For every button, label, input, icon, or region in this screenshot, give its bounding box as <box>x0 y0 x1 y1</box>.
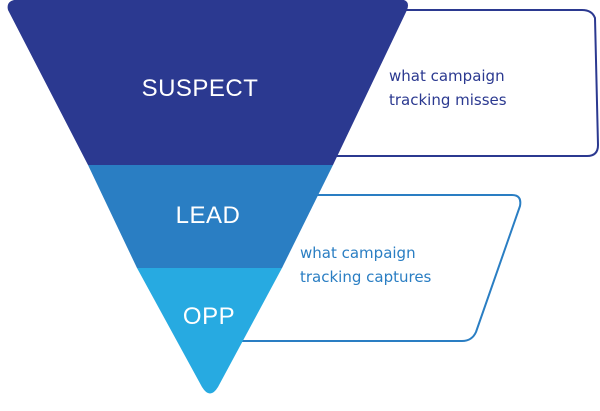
callout-misses-shape <box>334 9 599 157</box>
funnel-stage-suspect <box>7 0 408 165</box>
callout-misses-line-1: what campaign <box>389 67 505 85</box>
callout-captures-line-1: what campaign <box>300 244 416 262</box>
callout-captures-line-2: tracking captures <box>300 268 432 286</box>
stage-label-suspect: SUSPECT <box>142 75 259 102</box>
callout-misses-line-2: tracking misses <box>389 91 507 109</box>
stage-label-opp: OPP <box>183 303 235 330</box>
callout-captures-shape <box>237 194 522 342</box>
funnel-stage-opp <box>137 268 282 394</box>
funnel-stage-lead <box>88 165 333 268</box>
stage-label-lead: LEAD <box>176 202 241 229</box>
